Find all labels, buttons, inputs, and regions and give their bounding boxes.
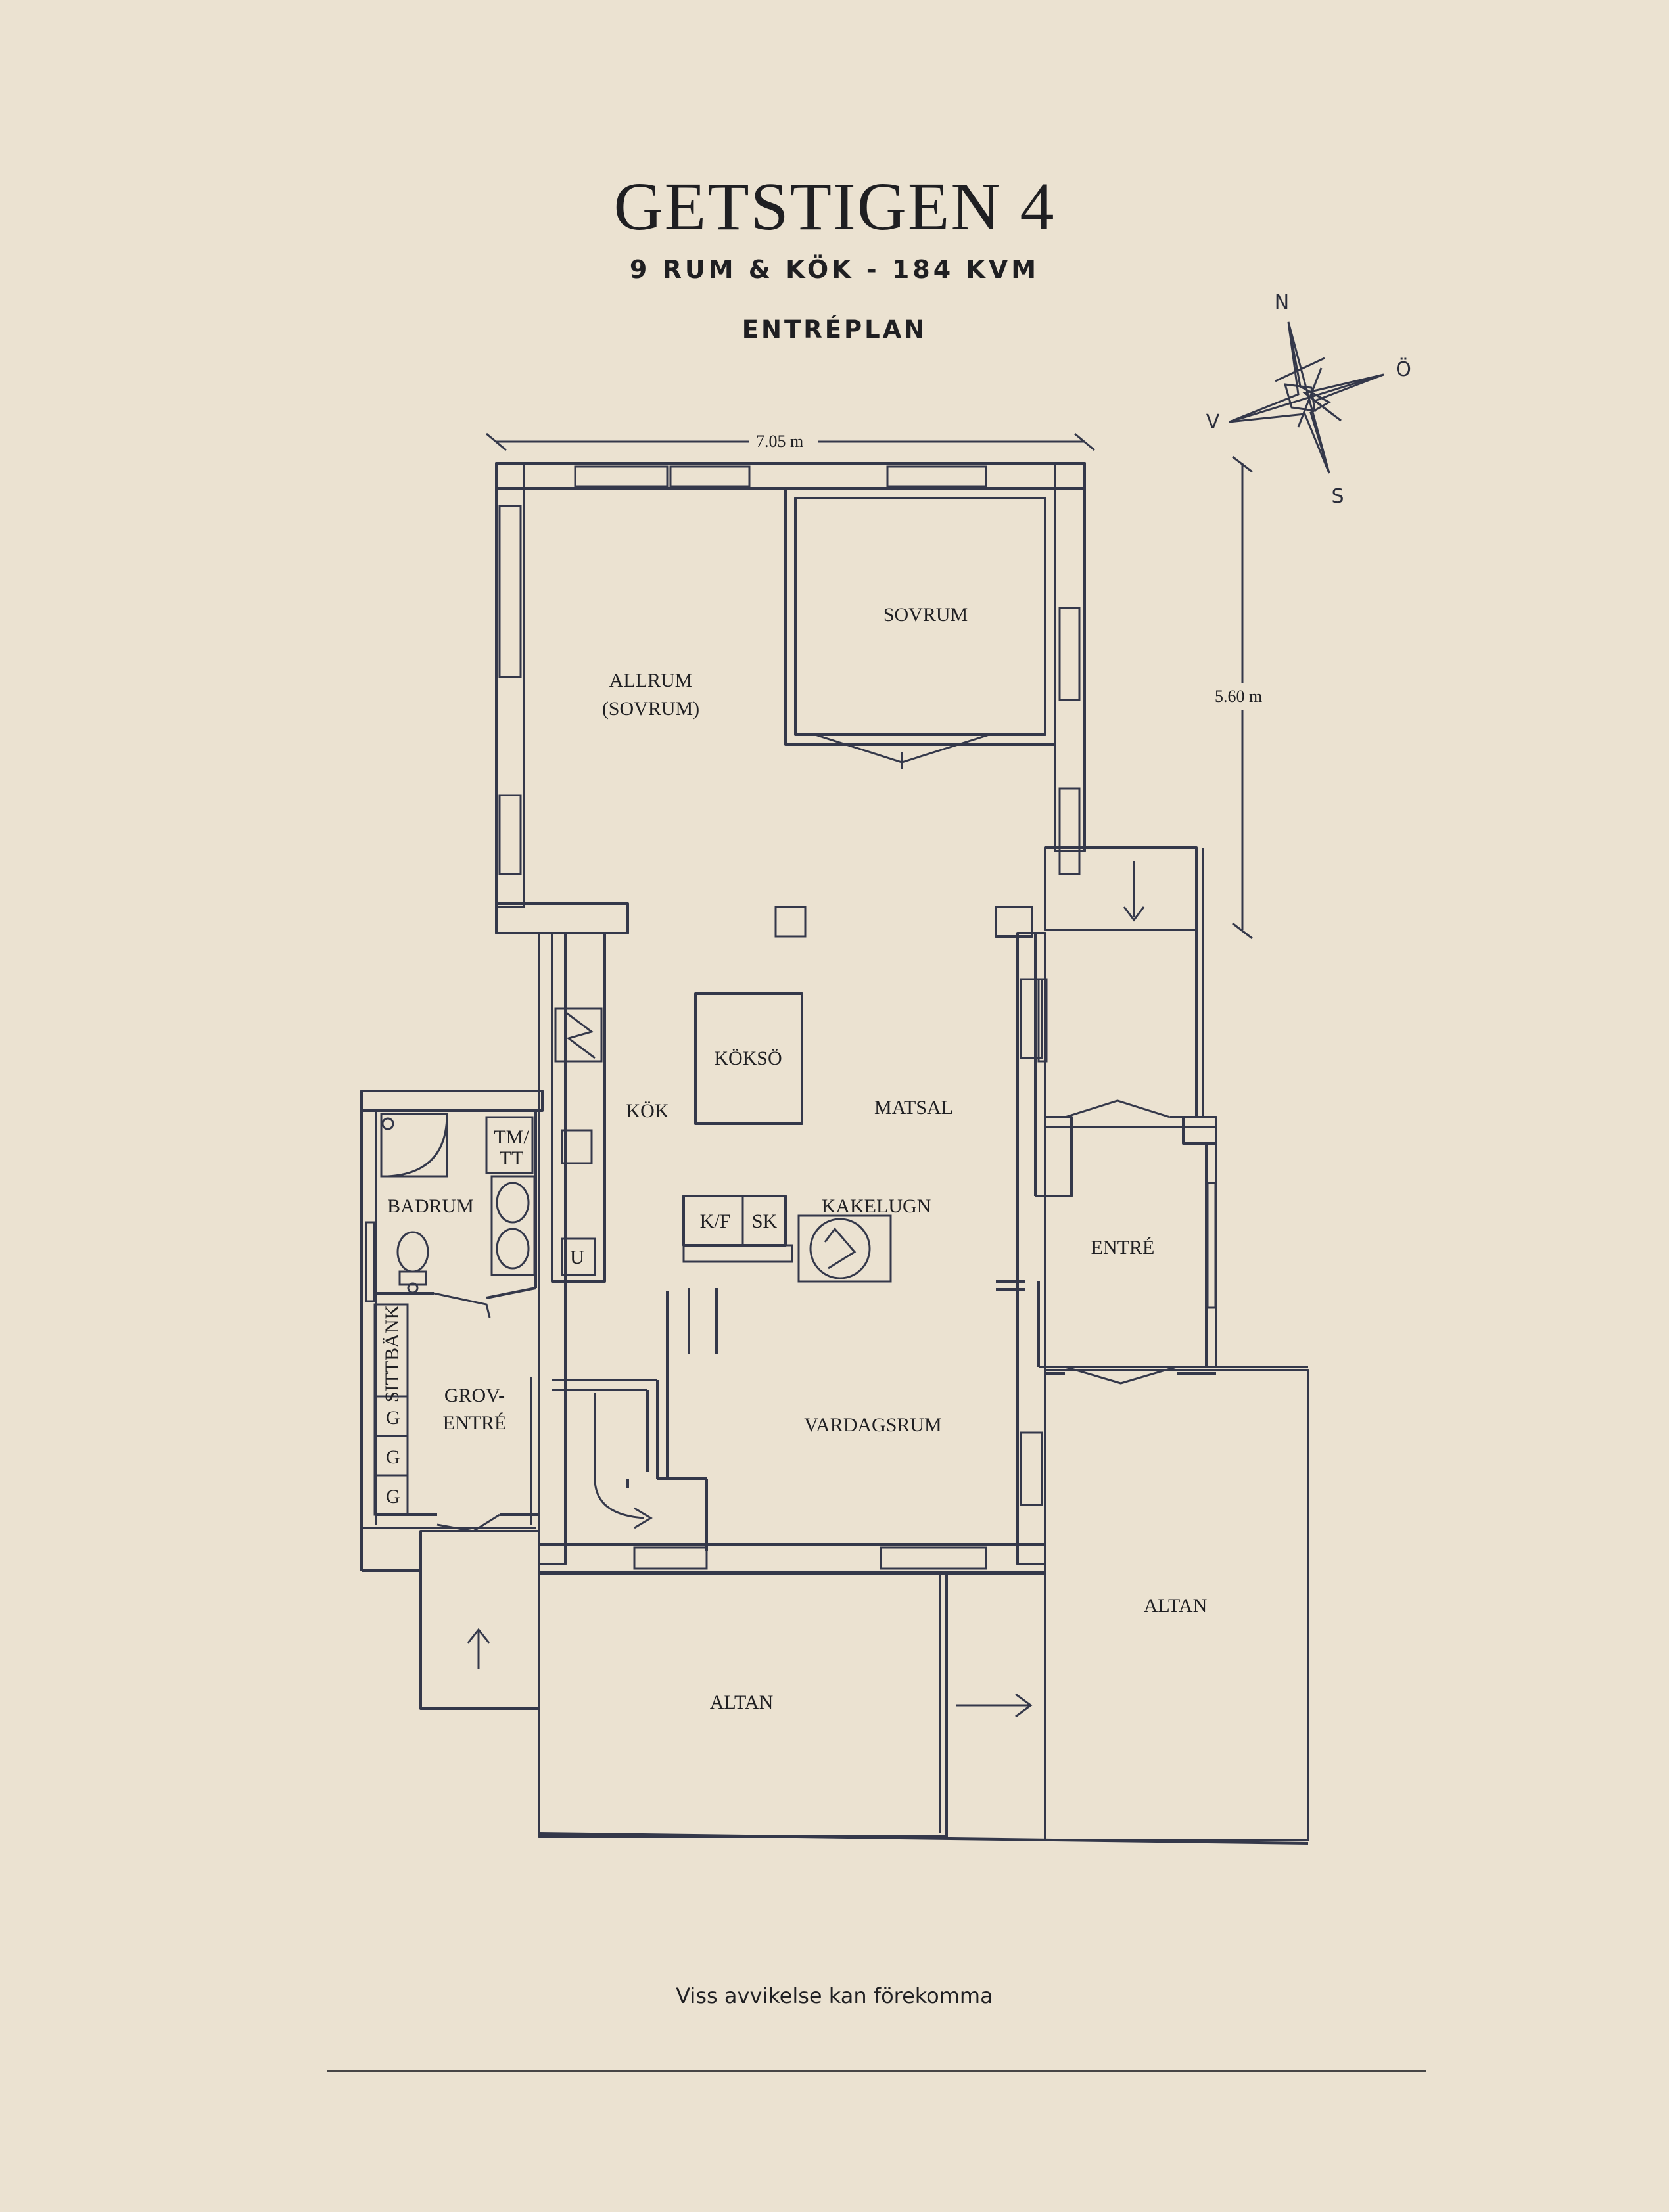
compass-icon: N Ö S V	[1206, 291, 1411, 508]
room-grov-label: GROV-	[444, 1385, 505, 1406]
disclaimer: Viss avvikelse kan förekomma	[676, 1983, 993, 2008]
room-grov-entre-label: ENTRÉ	[443, 1412, 507, 1434]
room-entre-label: ENTRÉ	[1091, 1237, 1155, 1258]
compass-south-label: S	[1331, 485, 1344, 508]
page-title: GETSTIGEN 4	[613, 169, 1056, 244]
interior-walls	[552, 1280, 1025, 1551]
fridge-units	[682, 1195, 793, 1354]
room-g1-label: G	[386, 1407, 400, 1429]
room-sk-label: SK	[752, 1210, 778, 1232]
room-kf-label: K/F	[700, 1210, 731, 1232]
room-kakelugn-label: KAKELUGN	[822, 1195, 931, 1217]
depth-dimension-label: 5.60 m	[1215, 687, 1262, 706]
west-wing	[360, 1090, 544, 1710]
width-dimension: 7.05 m	[486, 432, 1095, 451]
room-u-label: U	[570, 1247, 584, 1268]
depth-dimension: 5.60 m	[1215, 455, 1262, 940]
room-kok-label: KÖK	[626, 1100, 669, 1122]
width-dimension-label: 7.05 m	[756, 432, 803, 451]
compass-east-label: Ö	[1396, 357, 1411, 381]
compass-north-label: N	[1275, 291, 1289, 314]
room-sovrum-label: SOVRUM	[883, 604, 968, 626]
divider	[327, 2070, 1426, 2072]
room-g2-label: G	[386, 1446, 400, 1468]
room-matsal-label: MATSAL	[874, 1097, 953, 1118]
room-badrum-label: BADRUM	[387, 1195, 474, 1217]
outer-walls	[495, 462, 1086, 1573]
sovrum-walls	[784, 487, 1056, 769]
tiled-stove-icon	[797, 1214, 892, 1283]
room-tt-label: TT	[500, 1147, 524, 1169]
room-vardagsrum-label: VARDAGSRUM	[804, 1414, 942, 1436]
room-altan-right-label: ALTAN	[1144, 1595, 1208, 1617]
room-koksö-label: KÖKSÖ	[714, 1048, 782, 1069]
plan-name: ENTRÉPLAN	[741, 315, 928, 344]
page-subtitle: 9 RUM & KÖK - 184 KVM	[629, 255, 1040, 284]
room-tm-label: TM/	[494, 1126, 529, 1148]
room-allrum-sub-label: (SOVRUM)	[602, 698, 699, 720]
room-sittbank-label: SITTBÄNK	[381, 1305, 403, 1403]
entre-wing	[1034, 846, 1308, 1564]
column	[774, 906, 807, 938]
room-g3-label: G	[386, 1486, 400, 1508]
compass-west-label: V	[1206, 411, 1220, 434]
room-altan-bottom-label: ALTAN	[710, 1692, 774, 1713]
room-allrum-label: ALLRUM	[609, 670, 693, 691]
altan-right-outline	[1044, 1369, 1309, 1841]
kitchen-counter	[551, 932, 606, 1283]
kitchen-island	[694, 992, 803, 1125]
